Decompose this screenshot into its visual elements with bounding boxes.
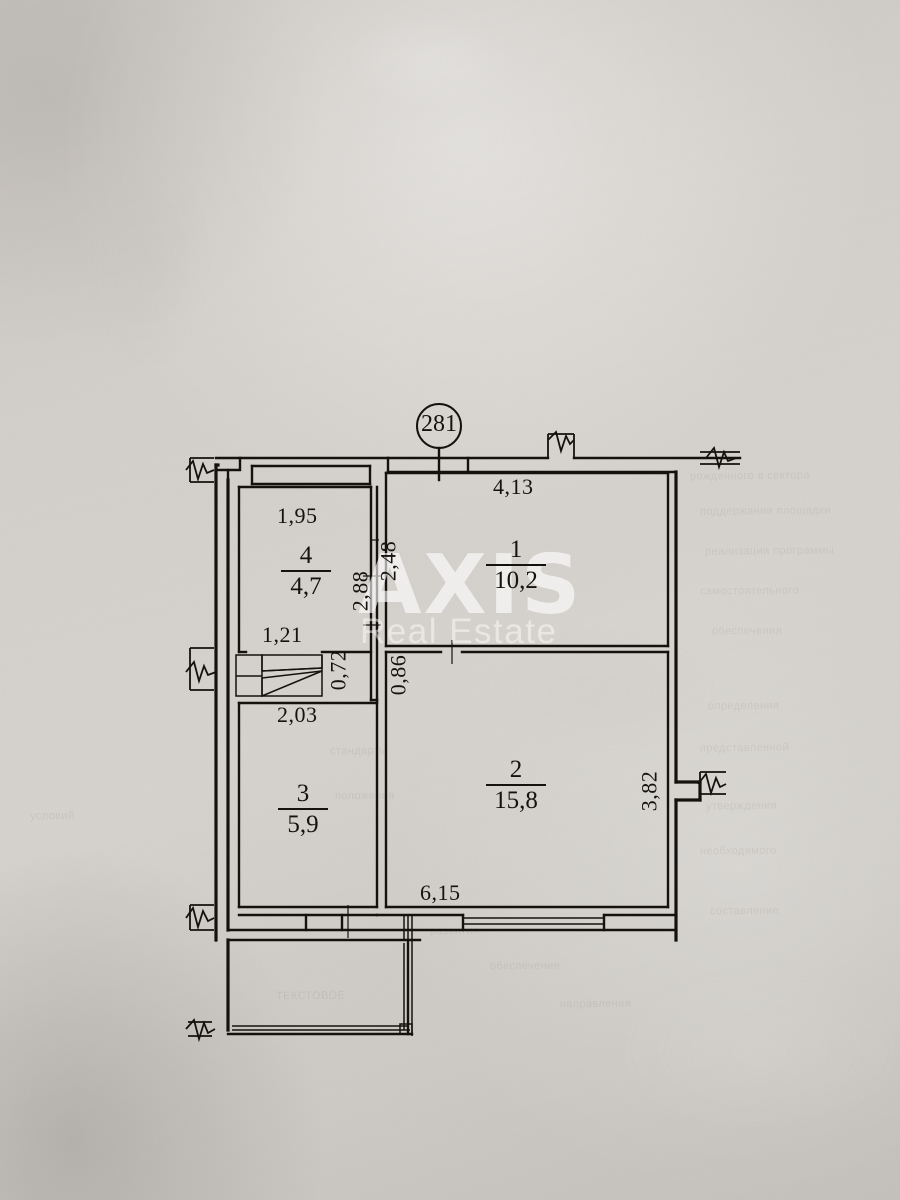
room-3-divider bbox=[278, 808, 328, 810]
dimension-2-48: 2,48 bbox=[375, 540, 401, 582]
dimension-2-03: 2,03 bbox=[277, 702, 318, 727]
dimension-top-room1: 4,13 bbox=[493, 474, 534, 499]
room-3-label: 3 5,9 bbox=[272, 781, 334, 838]
room-2-number: 2 bbox=[509, 756, 523, 783]
dimension-bottom-width: 6,15 bbox=[420, 880, 461, 905]
dimension-0-72: 0,72 bbox=[325, 649, 351, 691]
dimension-3-82: 3,82 bbox=[636, 770, 662, 812]
room-1-divider bbox=[486, 564, 546, 566]
room-2-divider bbox=[486, 784, 546, 786]
room-2-label: 2 15,8 bbox=[480, 757, 552, 814]
node-label-281: 281 bbox=[421, 411, 457, 437]
room-4-label: 4 4,7 bbox=[275, 543, 337, 600]
dimension-2-88: 2,88 bbox=[347, 570, 373, 612]
room-4-number: 4 bbox=[299, 542, 313, 569]
room-4-area: 4,7 bbox=[290, 573, 322, 600]
room-3-number: 3 bbox=[296, 780, 310, 807]
room-2-area: 15,8 bbox=[494, 787, 538, 814]
room-1-number: 1 bbox=[509, 536, 523, 563]
room-1-label: 1 10,2 bbox=[480, 537, 552, 594]
room-1-area: 10,2 bbox=[494, 567, 538, 594]
room-4-divider bbox=[281, 570, 331, 572]
dimension-0-86: 0,86 bbox=[385, 654, 411, 696]
dimension-room4-width: 1,95 bbox=[277, 503, 318, 528]
room-3-area: 5,9 bbox=[287, 811, 319, 838]
dimension-1-21: 1,21 bbox=[262, 622, 303, 647]
